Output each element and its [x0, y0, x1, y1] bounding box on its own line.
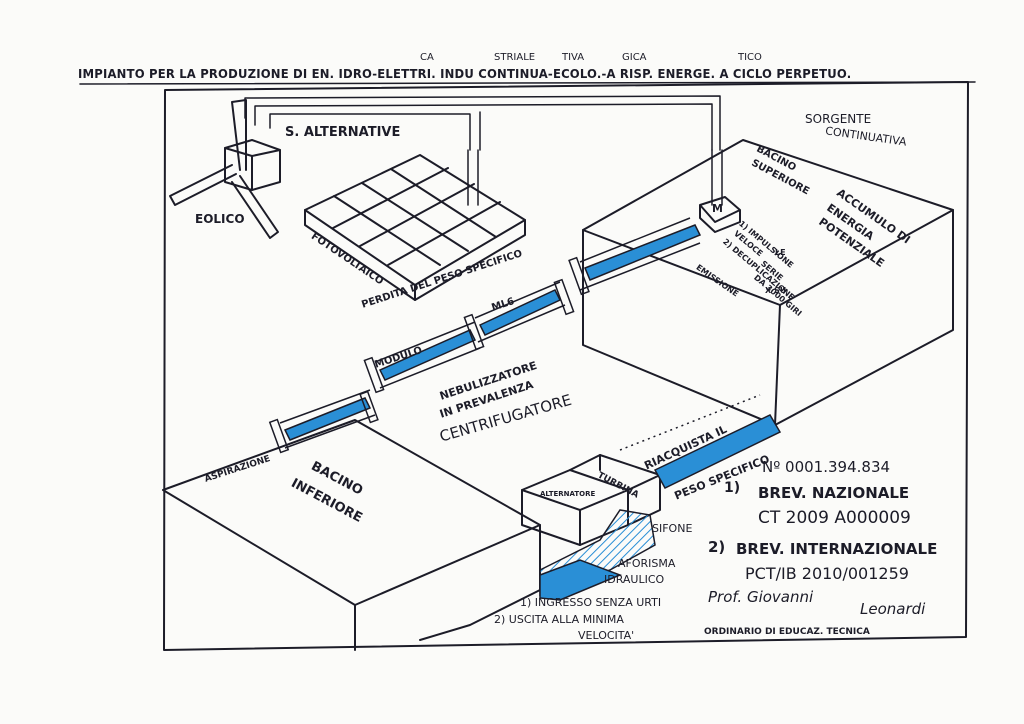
- outflow: [539, 559, 623, 601]
- lower-basin: [162, 419, 541, 651]
- patent-item1-title: BREV. NAZIONALE: [758, 484, 910, 502]
- patent-item1-index: 1): [724, 480, 741, 496]
- page-title: IMPIANTO PER LA PRODUZIONE DI EN. IDRO-E…: [78, 66, 852, 81]
- patent-item2-index: 2): [708, 538, 726, 556]
- label-ingresso: 1) INGRESSO SENZA URTI: [520, 596, 662, 609]
- wind-turbine: [169, 99, 281, 239]
- label-motor: M: [712, 202, 723, 215]
- water-flows: [283, 224, 782, 601]
- return-pipe: [653, 414, 782, 489]
- middle-pipe-1: [478, 289, 562, 336]
- label-uscita-1: 2) USCITA ALLA MINIMA: [494, 613, 624, 626]
- label-le: LE: [775, 248, 786, 257]
- patent-number: Nº 0001.394.834: [762, 458, 891, 476]
- patent-item2-title: BREV. INTERNAZIONALE: [736, 540, 938, 558]
- title-sup-striale: STRIALE: [494, 52, 536, 63]
- title-sup-tico: TICO: [738, 52, 762, 63]
- label-aforisma-2: IDRAULICO: [604, 573, 665, 586]
- lower-pipe: [283, 397, 372, 441]
- frame: [163, 81, 969, 651]
- middle-pipe-2: [378, 329, 477, 381]
- upper-pipe: [584, 224, 702, 281]
- signature-line-2: Leonardi: [860, 600, 926, 618]
- label-sifone: SIFONE: [652, 522, 693, 535]
- photovoltaic-panel: [304, 154, 526, 301]
- label-s-alternative: S. ALTERNATIVE: [285, 125, 401, 140]
- title-sup-tiva: TIVA: [562, 52, 585, 63]
- patent-item1-code: CT 2009 A000009: [758, 508, 911, 528]
- patent-item2-code: PCT/IB 2010/001259: [745, 564, 909, 583]
- label-sorgente: SORGENTE: [805, 112, 872, 126]
- power-lines: [244, 95, 723, 206]
- signature-role: ORDINARIO DI EDUCAZ. TECNICA: [704, 627, 870, 637]
- label-alternatore: ALTERNATORE: [540, 490, 596, 498]
- signature-line-1: Prof. Giovanni: [708, 588, 814, 606]
- label-xsu: X SU: [765, 286, 787, 295]
- motor-box: [699, 196, 741, 233]
- label-eolico: EOLICO: [195, 212, 245, 226]
- label-uscita-2: VELOCITA': [578, 629, 635, 642]
- title-underline: [79, 81, 976, 85]
- title-sup-ca: CA: [420, 52, 434, 63]
- title-sup-gica: GICA: [622, 52, 647, 63]
- label-aforisma-1: AFORISMA: [618, 557, 676, 570]
- upper-basin: [582, 139, 954, 426]
